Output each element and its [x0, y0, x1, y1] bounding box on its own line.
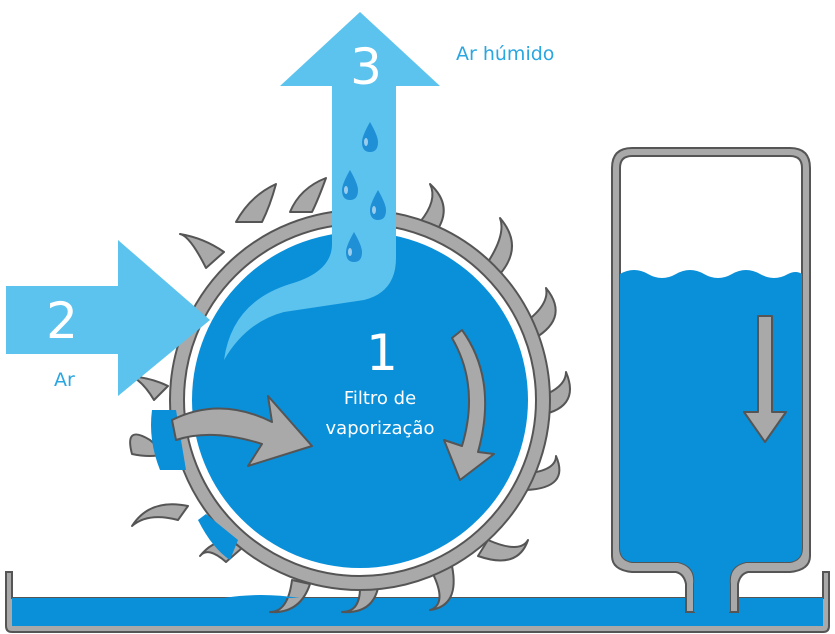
- tank-outflow: [694, 590, 730, 600]
- tank-down-arrow: [743, 315, 787, 443]
- incoming-air-arrow: [6, 240, 210, 396]
- air-flow-arrow-inside: [171, 395, 313, 467]
- step-1-caption-line2: vaporização: [326, 418, 435, 439]
- step-1-number: 1: [366, 324, 398, 382]
- step-2-caption: Ar: [54, 369, 75, 391]
- step-2-number: 2: [46, 292, 78, 350]
- humid-air-arrow: [224, 12, 440, 360]
- rotation-arrow: [443, 329, 495, 481]
- tank-water: [620, 270, 802, 612]
- water-splash-lower: [198, 514, 238, 560]
- filter-wheel-water: [192, 232, 528, 568]
- step-3-caption: Ar húmido: [456, 43, 554, 65]
- step-3-number: 3: [350, 38, 382, 96]
- step-1-caption-line1: Filtro de: [344, 388, 416, 409]
- water-splash-bottom: [224, 595, 300, 598]
- water-tank-shell: [611, 147, 811, 613]
